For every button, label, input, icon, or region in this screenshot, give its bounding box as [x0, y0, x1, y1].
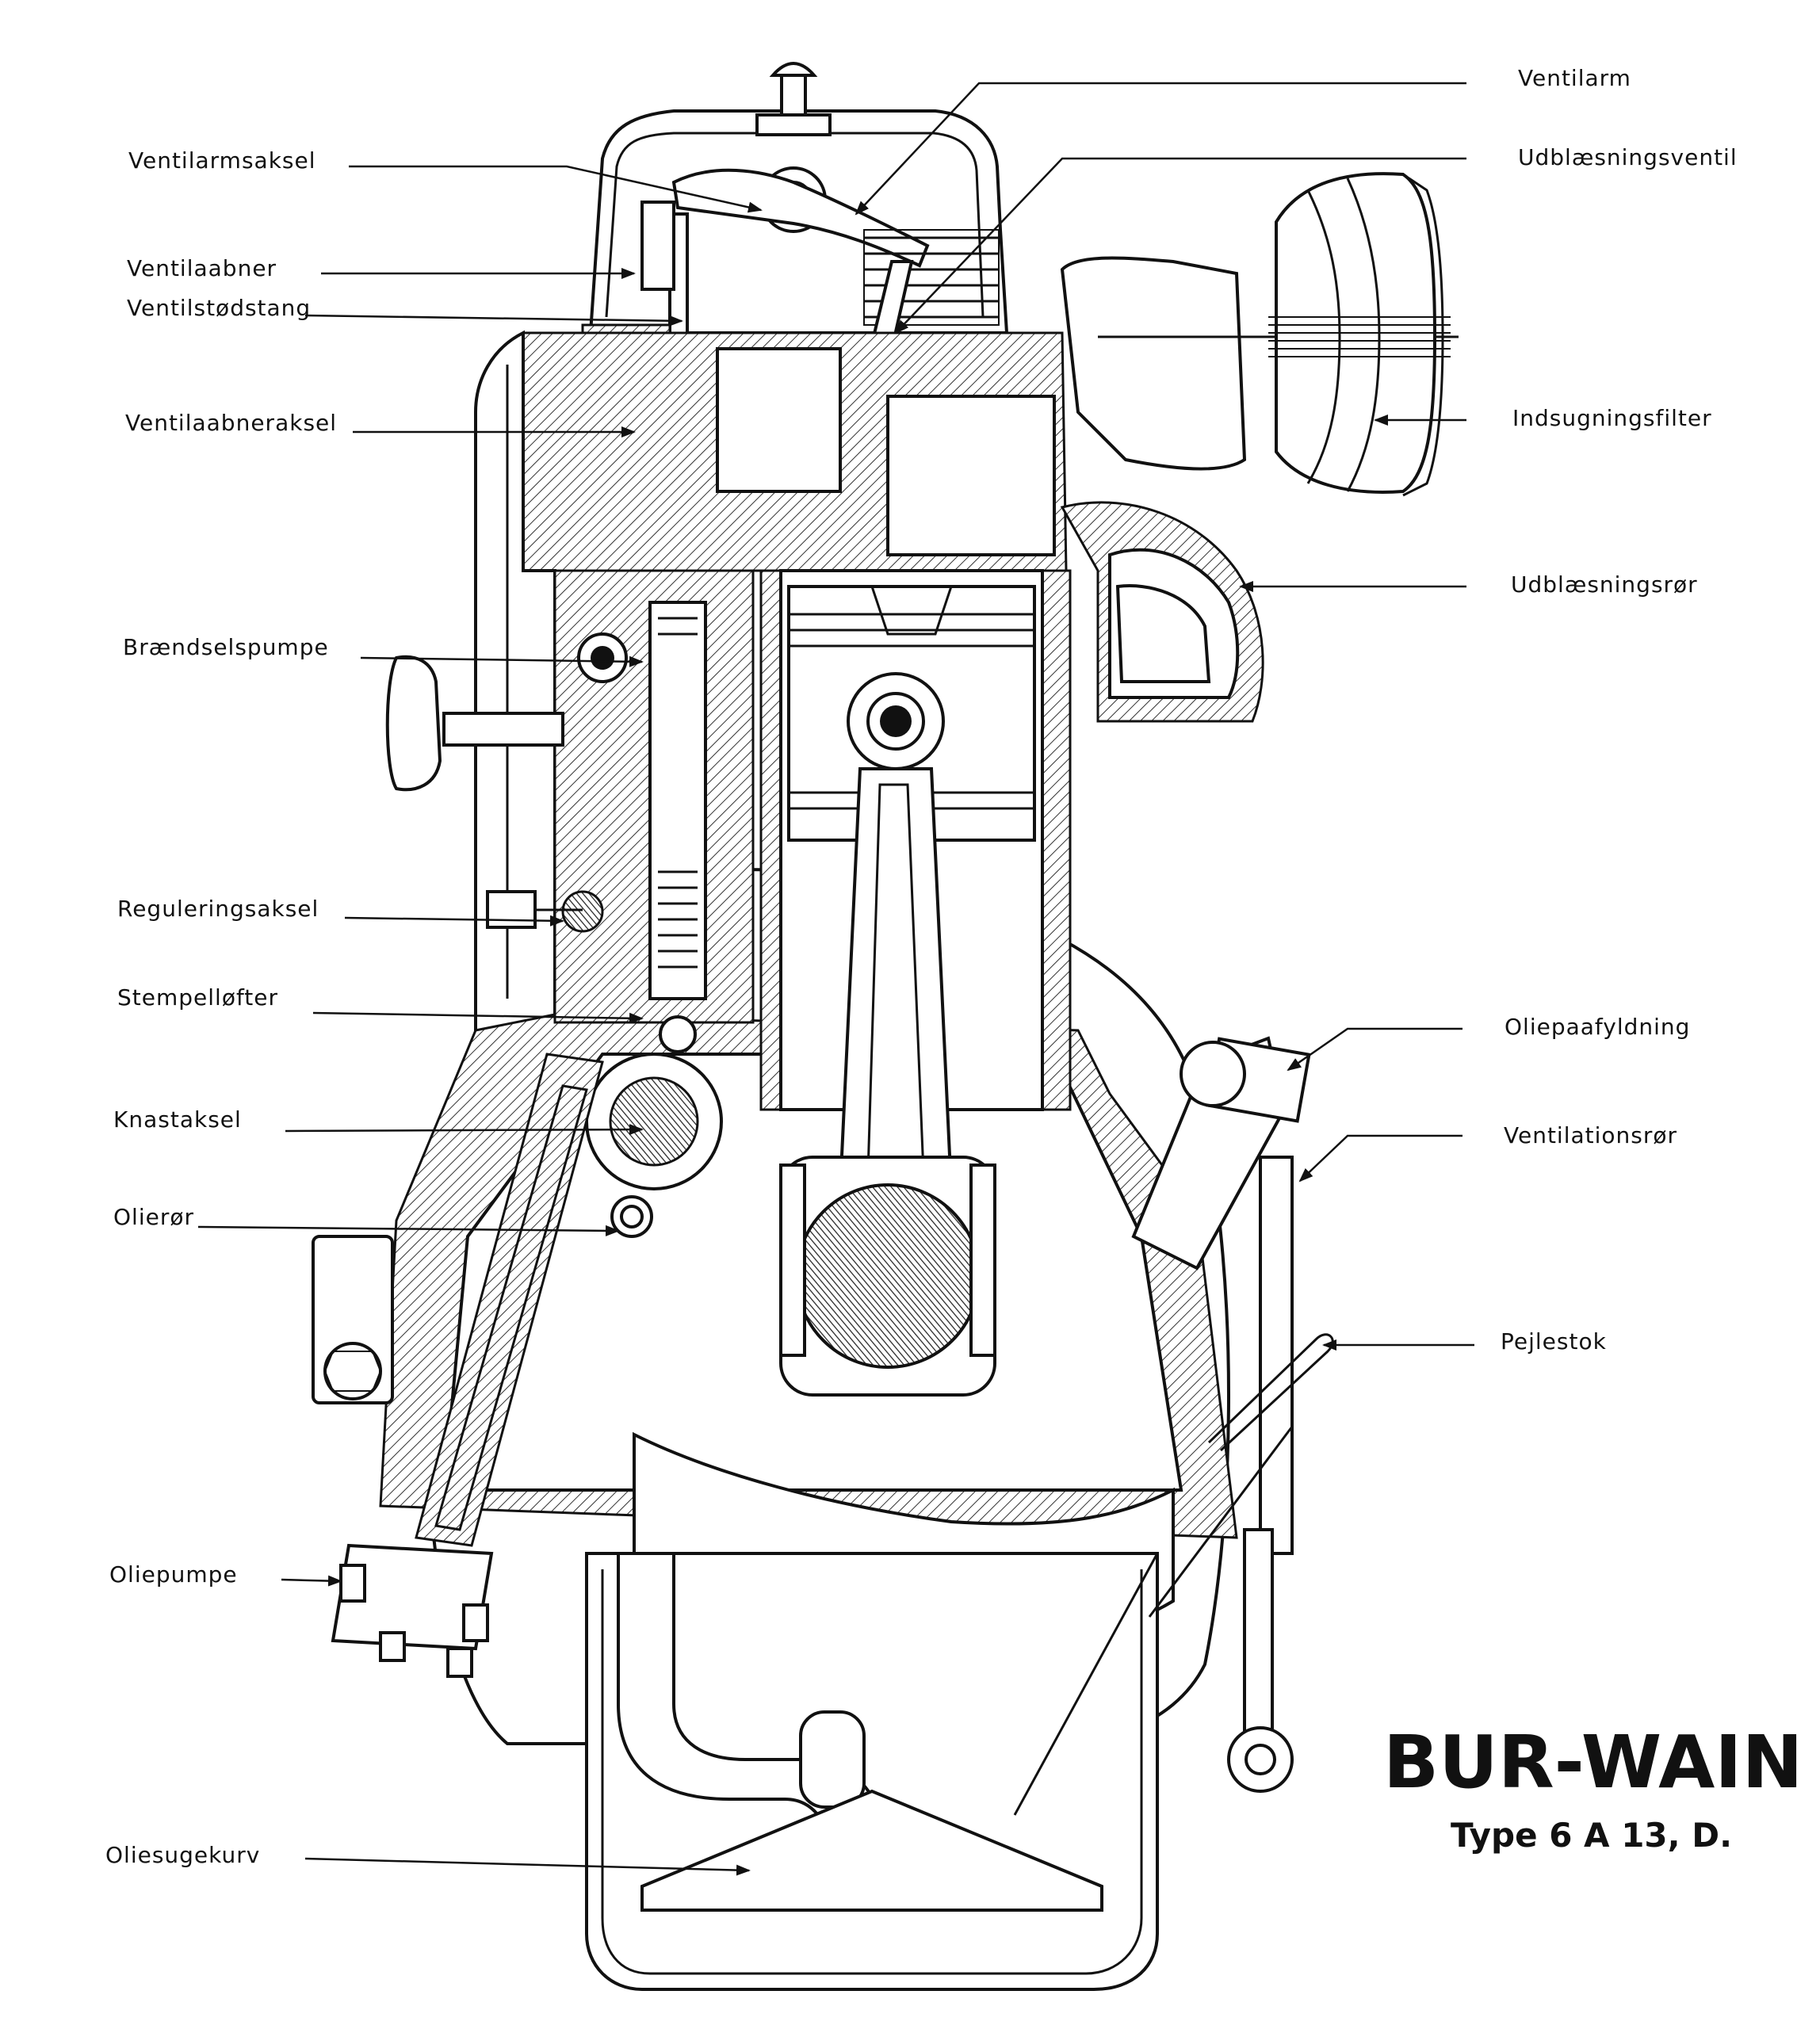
intake-manifold [1060, 256, 1247, 471]
label-knastaksel: Knastaksel [113, 1106, 242, 1133]
label-oliesugekurv: Oliesugekurv [105, 1842, 260, 1868]
label-udblaesningsroer: Udblæsningsrør [1511, 571, 1698, 598]
brand-block: BUR-WAIN Type 6 A 13, D. [1383, 1720, 1803, 1855]
label-indsugningsfilter: Indsugningsfilter [1512, 405, 1712, 431]
label-braendselspumpe: Brændselspumpe [123, 634, 329, 660]
label-reguleringsaksel: Reguleringsaksel [117, 896, 319, 922]
pump-handle-shaft [442, 712, 564, 747]
label-ventilarm: Ventilarm [1518, 65, 1631, 91]
label-ventilaabneraksel: Ventilaabneraksel [125, 410, 337, 436]
label-ventilstoedstang: Ventilstødstang [127, 295, 311, 321]
plunger-lifter [659, 1015, 697, 1053]
regulating-shaft [561, 890, 604, 933]
ventilation-tube [1259, 1156, 1294, 1555]
connecting-rod [838, 767, 954, 1190]
label-ventilaabner: Ventilaabner [127, 255, 277, 281]
dipstick [1207, 1333, 1334, 1452]
brand-type: Type 6 A 13, D. [1451, 1816, 1732, 1855]
label-oliepaafyldning: Oliepaafyldning [1505, 1014, 1690, 1040]
oil-pump-shaft [415, 1053, 604, 1547]
label-ventilationsroer: Ventilationsrør [1504, 1122, 1677, 1148]
crank-journal [795, 1183, 981, 1369]
label-olieroer: Olierør [113, 1204, 194, 1230]
cover-bolt [780, 70, 807, 120]
dipstick-rod [1243, 1528, 1274, 1737]
leader-lines [197, 82, 1474, 1876]
label-pejlestok: Pejlestok [1501, 1328, 1607, 1355]
brand-name: BUR-WAIN [1383, 1720, 1803, 1805]
label-udblaesningsventil: Udblæsningsventil [1518, 144, 1738, 170]
label-stempelloefter: Stempelløfter [117, 984, 278, 1011]
pump-handle [385, 655, 442, 792]
valve-springs [863, 229, 1000, 326]
oil-strainer [640, 1789, 1103, 1912]
engine-drawing [312, 62, 1459, 1991]
label-oliepumpe: Oliepumpe [109, 1561, 238, 1588]
oil-pump-base [331, 1543, 494, 1651]
label-ventilarmsaksel: Ventilarmsaksel [128, 147, 316, 174]
labels: Ventilarm Udblæsningsventil Ventilarmsak… [105, 65, 1738, 1868]
